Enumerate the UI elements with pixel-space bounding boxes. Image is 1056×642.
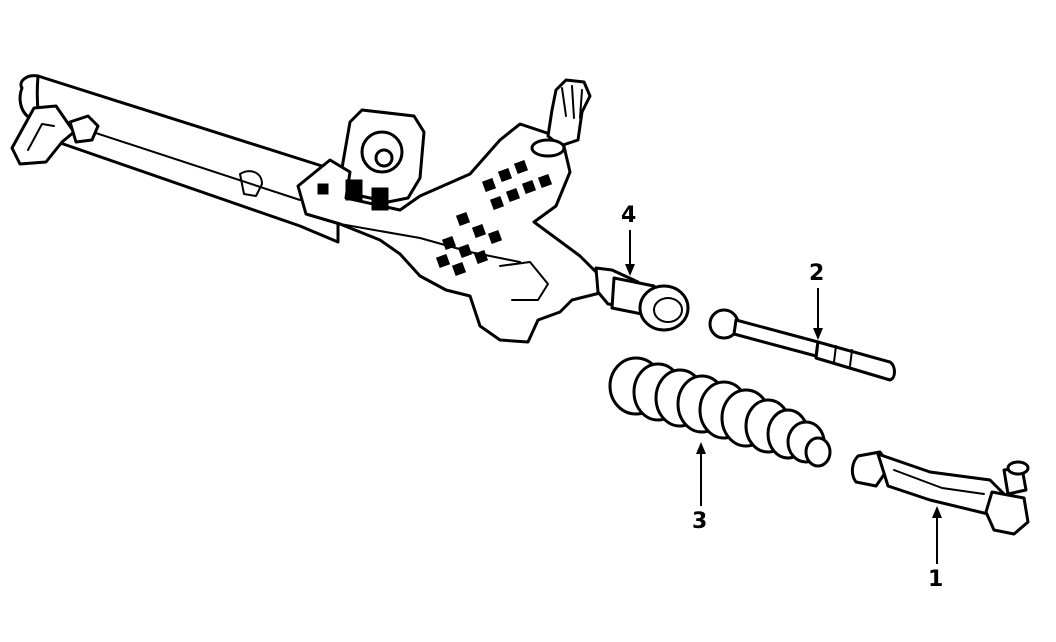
inner-tie-rod-threaded-end	[814, 340, 896, 382]
left-bracket-tab	[68, 114, 100, 144]
callout-1: 1	[928, 506, 943, 592]
rack-bellows-boot	[608, 356, 832, 468]
leader-arrow-2	[813, 328, 823, 340]
rack-end-housing	[638, 284, 690, 332]
callout-label-3: 3	[692, 509, 707, 534]
callout-4: 4	[621, 203, 636, 276]
leader-arrow-3	[696, 442, 706, 454]
outer-tie-rod-end	[850, 450, 1030, 536]
valve-port-grid	[317, 159, 553, 277]
steering-gear-assembly	[10, 74, 690, 344]
callout-label-1: 1	[928, 567, 943, 592]
bushing-bolt	[374, 148, 394, 168]
pinion-seal	[530, 138, 566, 158]
input-pinion-shaft	[546, 78, 592, 148]
leader-arrow-4	[625, 264, 635, 276]
ball-stud-nut	[1006, 460, 1030, 476]
callout-label-4: 4	[621, 203, 636, 228]
leader-arrow-1	[932, 506, 942, 518]
callout-2: 2	[809, 261, 824, 340]
tie-rod-end-arm	[876, 452, 1006, 516]
inner-tie-rod-shaft	[732, 318, 820, 358]
ball-stud-housing	[984, 490, 1030, 536]
rack-main-tube	[35, 74, 340, 244]
callout-label-2: 2	[809, 261, 824, 286]
callout-3: 3	[692, 442, 707, 534]
inner-tie-rod	[708, 308, 896, 382]
